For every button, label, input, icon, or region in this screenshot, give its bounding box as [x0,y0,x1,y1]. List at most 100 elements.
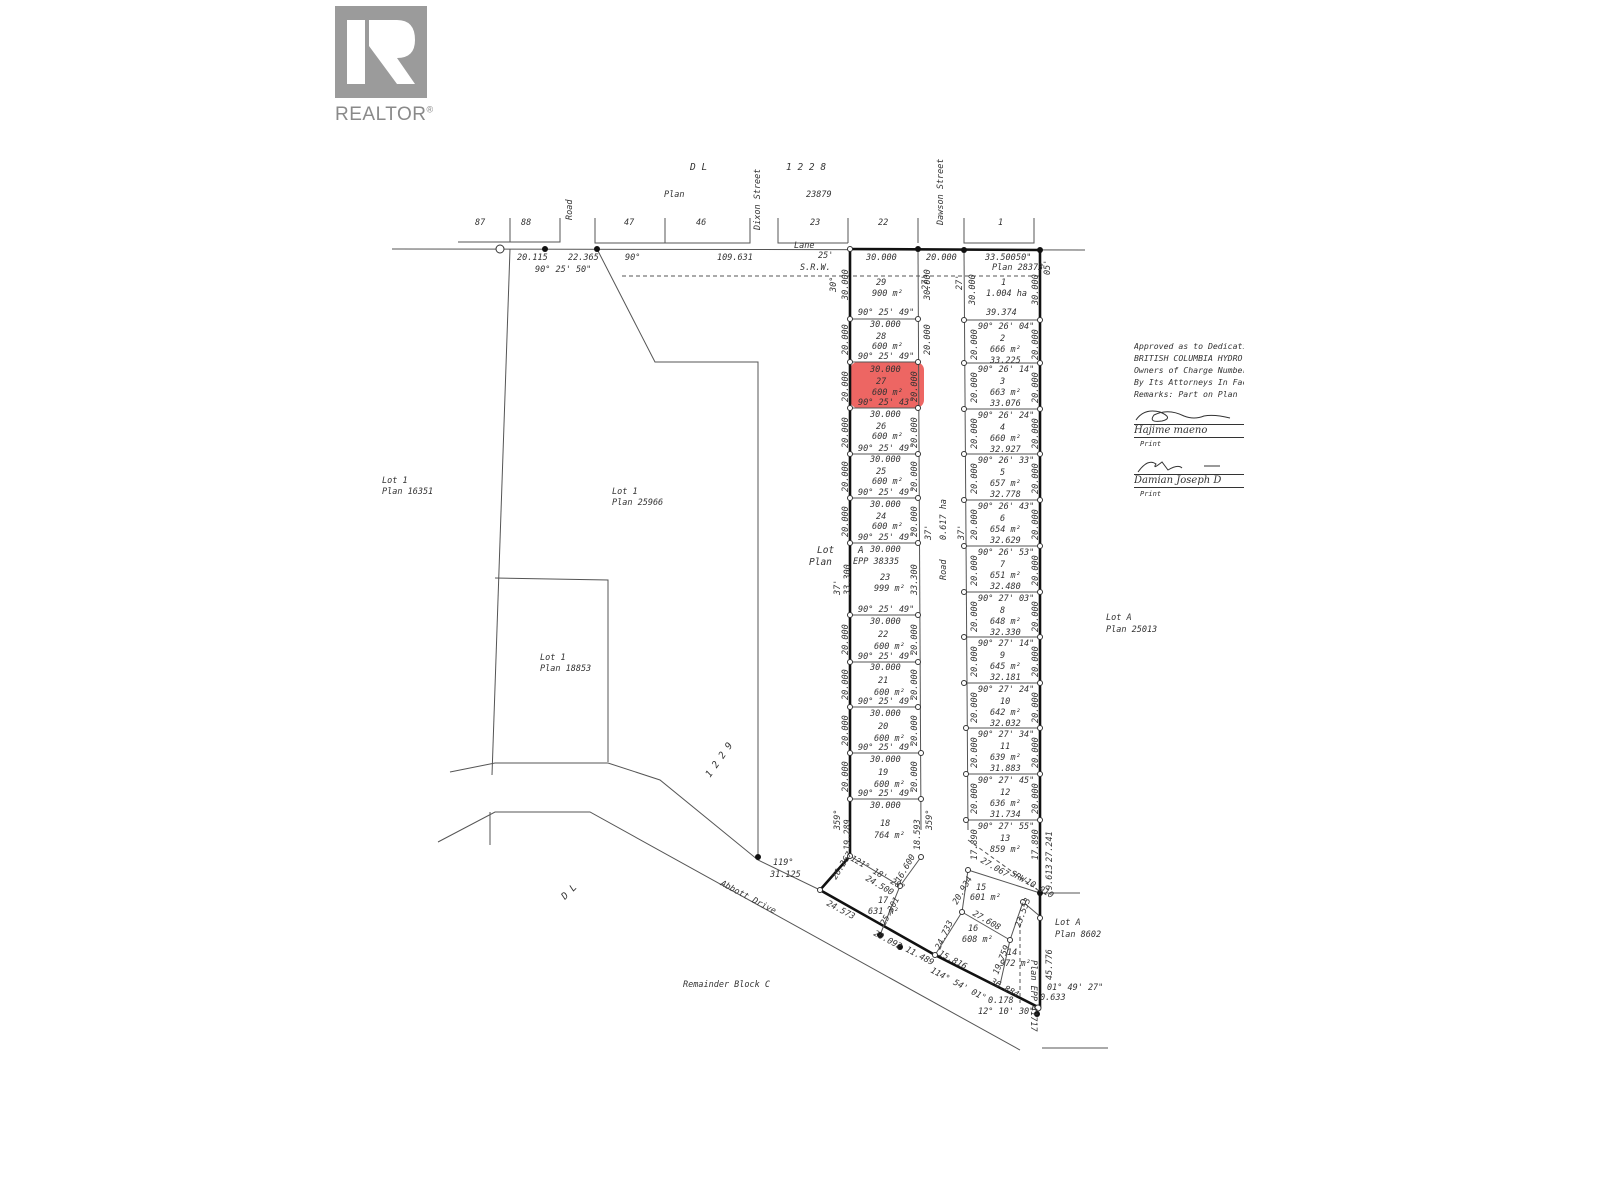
svg-text:9.613: 9.613 [1045,864,1055,890]
lot-2-bearing: 90° 26' 04" [978,322,1034,332]
svg-text:20.000: 20.000 [910,761,920,792]
svg-text:11.489: 11.489 [904,945,936,968]
svg-text:16.600: 16.600 [894,853,918,885]
lot-4-number: 4 [1000,423,1005,433]
lot-7-bearing: 90° 26' 53" [978,548,1034,558]
east-lots: 1 1.004 ha 39.374 30.000 30.000 27' 27' … [829,274,1041,318]
lot-11-bearing: 90° 27' 34" [978,730,1034,740]
svg-text:20.000: 20.000 [1031,463,1041,494]
svg-text:20.000: 20.000 [970,555,980,586]
svg-text:Abbott Drive: Abbott Drive [718,878,778,916]
svg-text:20.000: 20.000 [970,692,980,723]
lot-23-north: 23 [810,218,820,228]
approval-line: BRITISH COLUMBIA HYDRO [1134,353,1243,363]
svg-text:32.032: 32.032 [989,719,1021,729]
svg-text:20.000: 20.000 [910,461,920,492]
svg-text:631 m²: 631 m² [868,907,899,917]
lot-20-area: 600 m² [874,734,905,744]
svg-text:30°: 30° [829,277,839,293]
lot-25-area: 600 m² [872,477,903,487]
svg-text:Plan 8602: Plan 8602 [1055,930,1101,940]
lot-88: 88 [521,218,531,228]
svg-text:30.000: 30.000 [869,755,901,765]
lot-24-number: 24 [876,512,886,522]
svg-text:24.733: 24.733 [934,919,956,951]
lot-a-plan-ref: EPP 38335 [853,557,899,567]
svg-text:359°: 359° [925,810,935,831]
svg-text:15.816: 15.816 [937,949,969,972]
lot-18-area: 764 m² [874,831,905,841]
lot-6-bearing: 90° 26' 43" [978,502,1034,512]
svg-text:Plan 18853: Plan 18853 [540,664,591,674]
lot-25-number: 25 [876,467,886,477]
lot-27-area: 600 m² [872,388,903,398]
svg-text:20.000: 20.000 [841,506,851,537]
dim-lot29-width: 30.000 [865,253,897,263]
signature-2 [1134,456,1244,475]
lane-width: 25' [818,251,833,261]
dim-22-365: 22.365 [568,253,599,263]
svg-text:Plan 25966: Plan 25966 [612,498,663,508]
signer-1-name: Hajime maeno [1134,425,1244,438]
lot-19-area: 600 m² [874,780,905,790]
svg-text:19.289: 19.289 [843,819,853,850]
lot-10-number: 10 [1000,697,1010,707]
svg-text:90° 25' 49": 90° 25' 49" [858,533,914,543]
svg-text:32.181: 32.181 [989,673,1021,683]
svg-text:31.125: 31.125 [769,870,801,880]
angle-05: 05' [1043,260,1053,275]
lot-26-number: 26 [876,422,886,432]
svg-text:31.734: 31.734 [989,810,1021,820]
lot-3-area: 663 m² [990,388,1021,398]
lot-2-area: 666 m² [990,345,1021,355]
svg-text:23.553: 23.553 [1013,897,1033,929]
lot-9-bearing: 90° 27' 14" [978,639,1034,649]
svg-text:39.374: 39.374 [985,308,1017,318]
bearing-north-west: 90° 25' 50" [535,265,591,275]
lot-13-number: 13 [1000,834,1010,844]
approval-line: By Its Attorneys In Fact [1134,377,1244,387]
svg-text:90° 25' 49": 90° 25' 49" [858,488,914,498]
svg-text:20.000: 20.000 [1031,783,1041,814]
lot-7-number: 7 [1000,560,1006,570]
dim-20-115: 20.115 [517,253,548,263]
lot-5-bearing: 90° 26' 33" [978,456,1034,466]
svg-text:20.000: 20.000 [841,417,851,448]
svg-text:20.000: 20.000 [1031,737,1041,768]
signature-1 [1134,406,1244,425]
lot-8-number: 8 [1000,606,1005,616]
svg-text:30.000: 30.000 [869,801,901,811]
lot-4-area: 660 m² [990,434,1021,444]
svg-text:119°: 119° [773,858,793,868]
highlighted-lot-27[interactable] [850,362,924,408]
bearing-lot1: 50" [1016,253,1031,263]
svg-text:114° 54' 01": 114° 54' 01" [929,966,988,1004]
svg-text:33.225: 33.225 [989,356,1021,366]
lot-19-number: 19 [878,768,888,778]
svg-text:20.000: 20.000 [970,329,980,360]
svg-text:90° 25' 49": 90° 25' 49" [858,308,914,318]
svg-text:30.000: 30.000 [923,269,933,301]
svg-text:90° 25' 49": 90° 25' 49" [858,697,914,707]
svg-text:Lot A: Lot A [1106,613,1132,623]
svg-text:Lot 1: Lot 1 [540,653,566,663]
signer-2-name: Damian Joseph D [1134,475,1244,488]
lane-label: Lane [794,241,814,251]
svg-text:A: A [857,545,864,556]
svg-text:20.000: 20.000 [910,506,920,537]
svg-text:Plan 16351: Plan 16351 [382,487,433,497]
svg-text:45.776: 45.776 [1045,949,1055,980]
lot-46: 46 [696,218,706,228]
plan-28373: Plan 28373 [992,263,1043,273]
dim-109-631: 109.631 [717,253,753,263]
svg-text:30.000: 30.000 [1031,274,1041,306]
lot-29-number: 29 [876,278,886,288]
svg-text:26.267: 26.267 [830,850,855,882]
svg-text:20.000: 20.000 [1031,418,1041,449]
dim-lot1-width: 33.500 [984,253,1016,263]
road-area: 0.617 ha [939,499,949,540]
svg-text:17.890: 17.890 [970,829,980,860]
dawson-street-label: Dawson Street [936,158,946,226]
lot-24-area: 600 m² [872,522,903,532]
svg-text:20.000: 20.000 [1031,555,1041,586]
